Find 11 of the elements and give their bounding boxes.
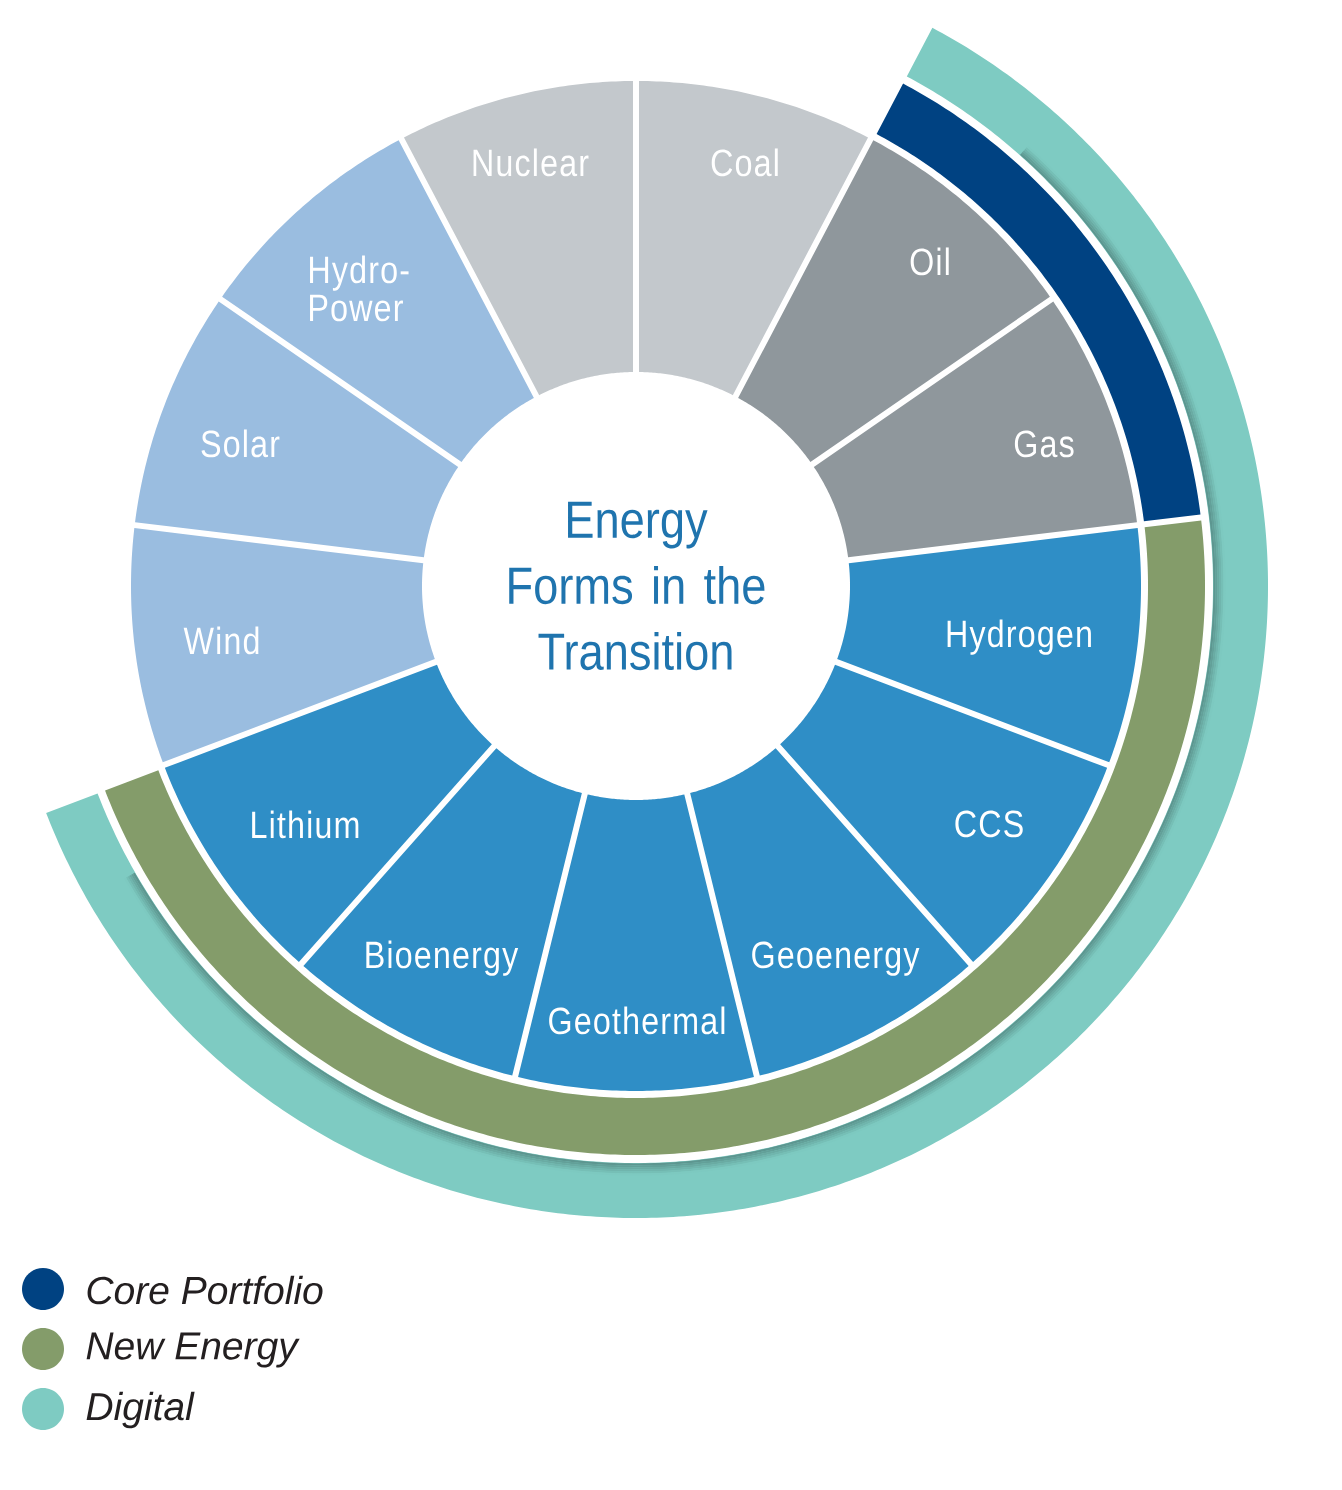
ring-segment: Coal	[639, 81, 869, 396]
ring-segment: Gas	[813, 301, 1137, 558]
legend-label: New Energy	[86, 1332, 300, 1368]
ring-segment: Hydrogen	[837, 528, 1141, 763]
node-label: Hydrogen	[947, 619, 1091, 655]
node-label: Oil	[910, 247, 949, 276]
node-label: Wind	[183, 626, 259, 655]
arc-band	[876, 83, 1201, 522]
legend-label: Digital	[86, 1391, 195, 1429]
ring-segment: Wind	[131, 528, 435, 763]
legend-label: Core Portfolio	[87, 1275, 323, 1305]
